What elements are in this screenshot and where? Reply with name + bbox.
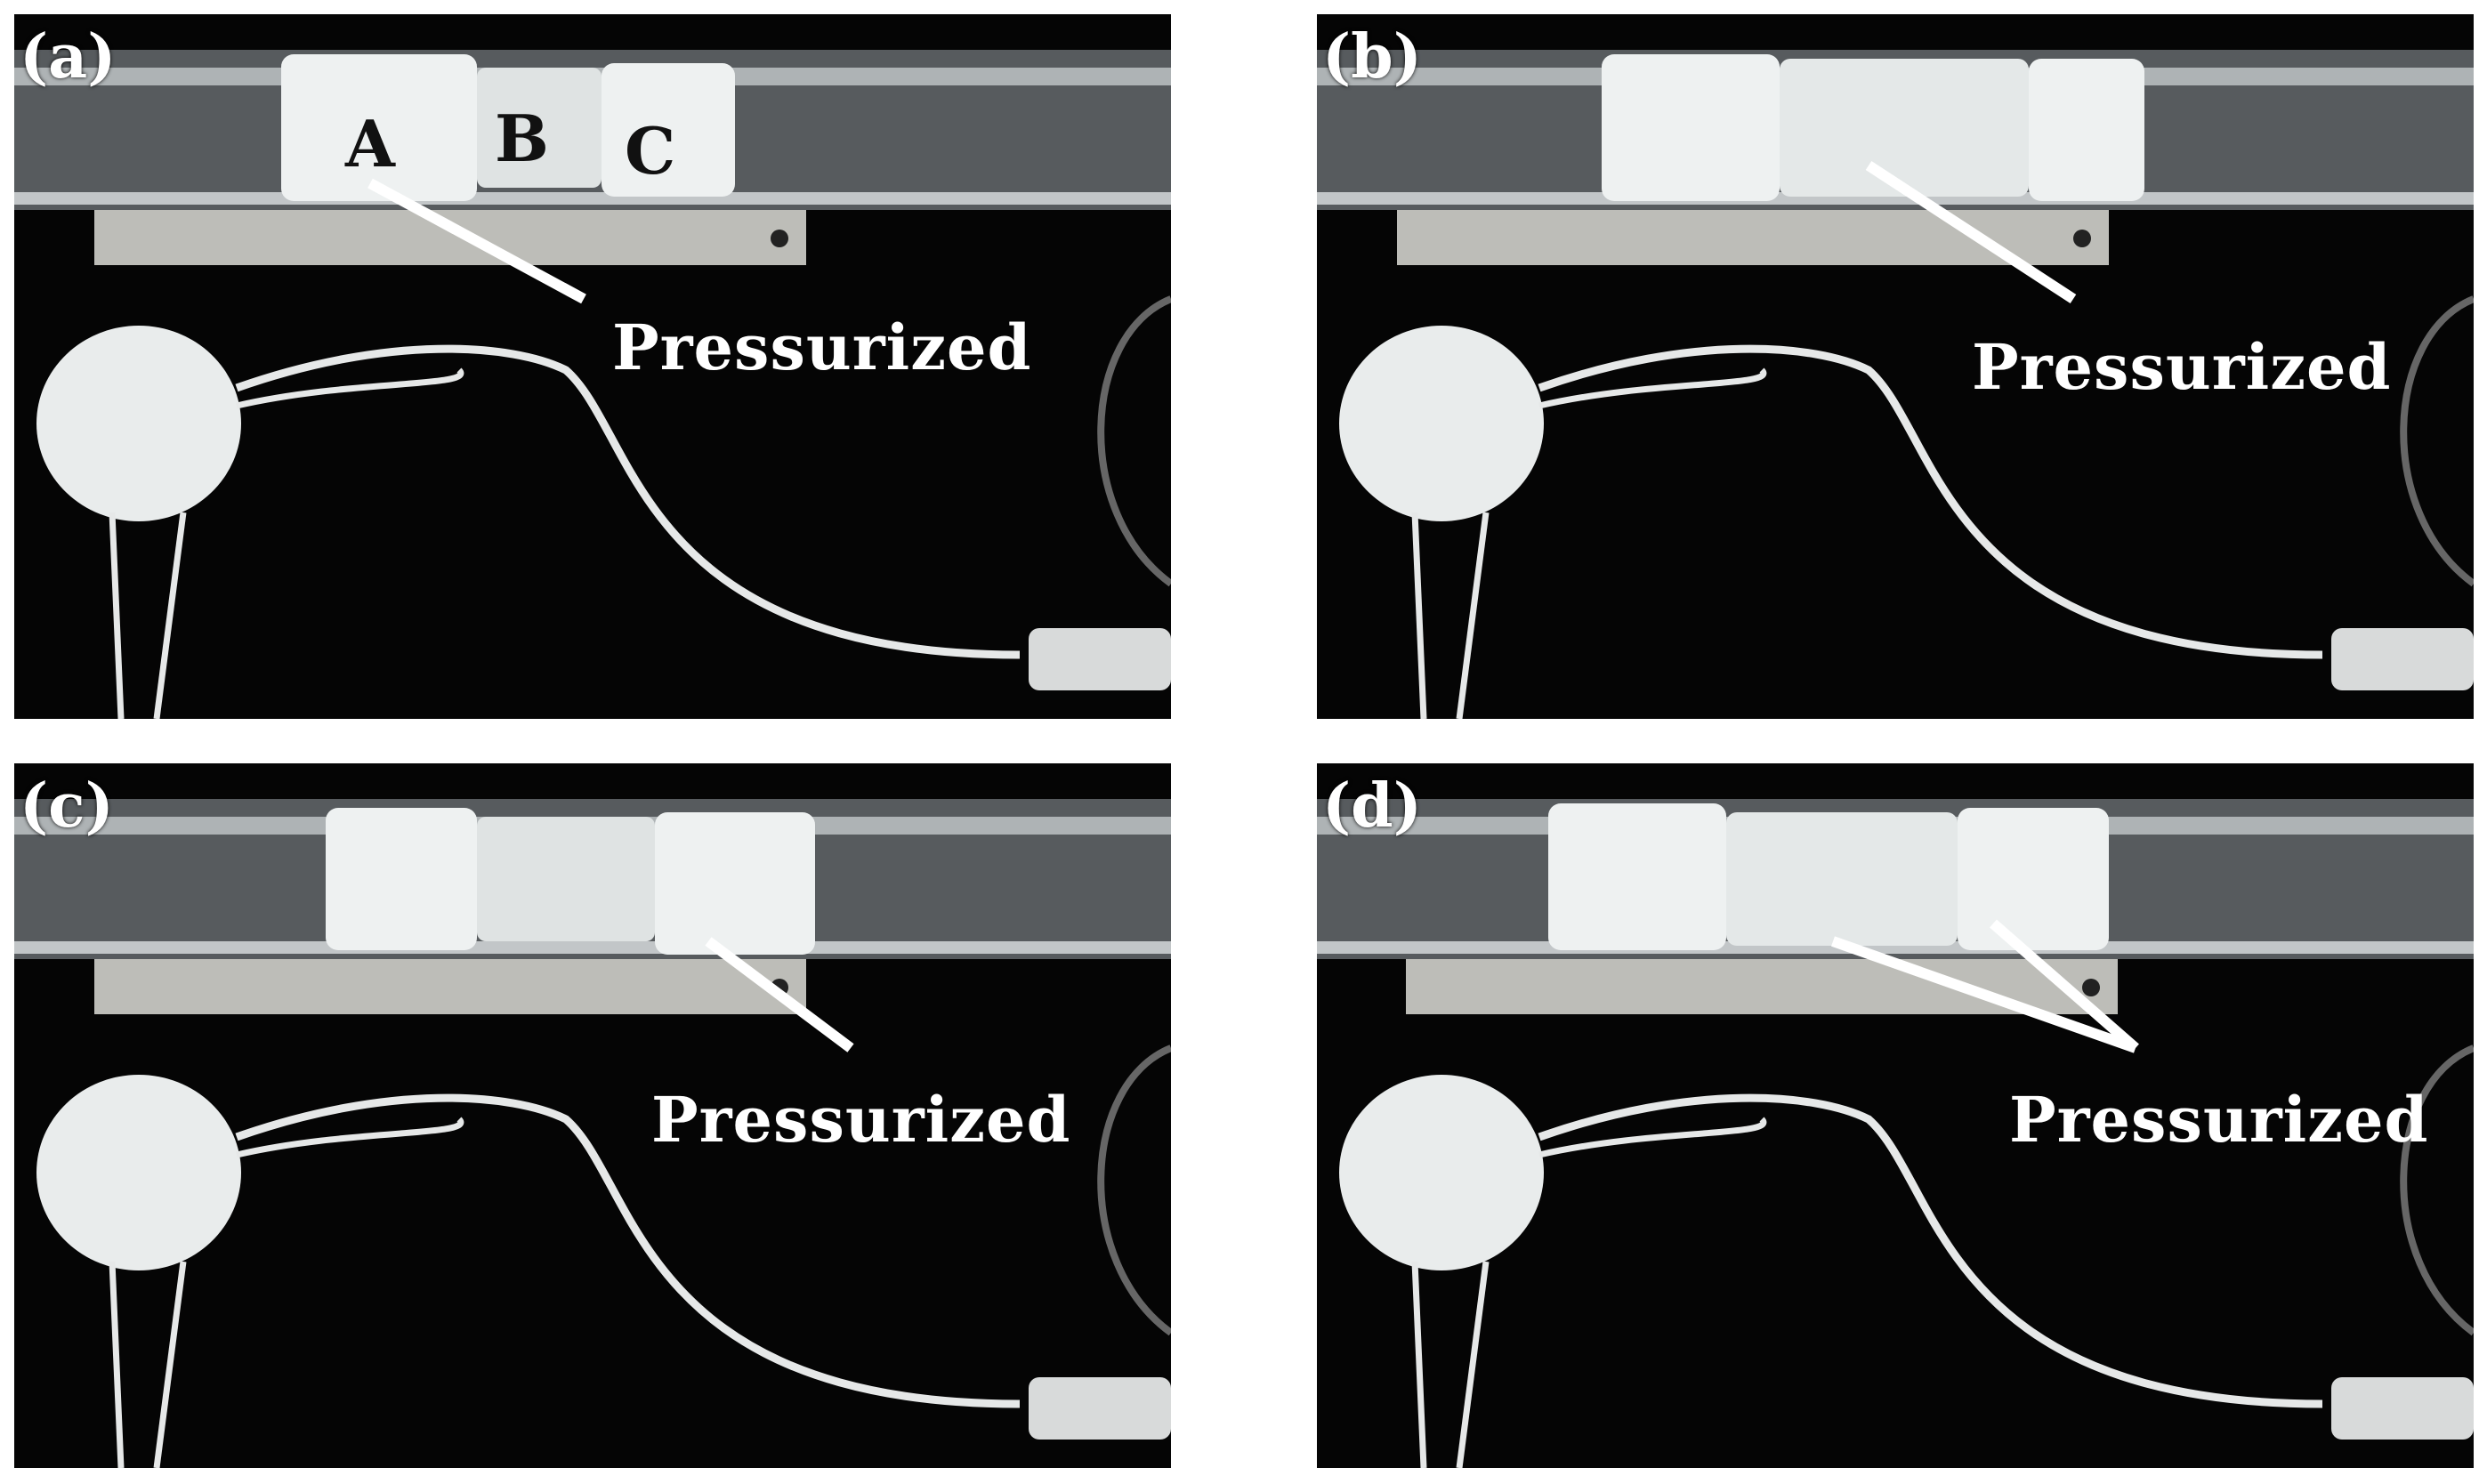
panel-label: (b) [1322,21,1422,93]
air-tube [235,1093,1021,1408]
robot-segment-b [1780,59,2029,197]
robot-segment-c [655,812,815,955]
annotation-pointer [367,178,586,304]
photo-panel-a: (a) A B C Pressurized [14,14,1171,719]
air-tube-down-2 [153,1261,187,1468]
segment-label-c: C [625,113,676,189]
air-tube-down-1 [109,1261,125,1468]
segment-label-a: A [345,106,395,181]
air-tube [1538,1093,2323,1408]
air-tube-down-1 [1411,1261,1427,1468]
scene-c [14,799,1171,1468]
robot-segment-a [281,54,477,201]
robot-segment-c [1958,808,2109,950]
air-tube-down-1 [1411,512,1427,719]
ruler-hole [2073,230,2091,247]
air-tube-down-1 [109,512,125,719]
dish-edge [2400,295,2474,587]
pressurized-label: Pressurized [2009,1083,2429,1157]
scene-a [14,50,1171,719]
ruler-hole [2082,979,2100,996]
ruler [94,959,806,1014]
dish-edge [1097,295,1171,587]
robot-segment-c [602,63,735,197]
robot-segment-c [2029,59,2144,201]
control-bulb [1339,1075,1544,1270]
photo-panel-b: (b) Pressurized [1317,14,2474,719]
robot-segment-b [1726,812,1958,946]
annotation-pointer [1865,160,2077,304]
robot-segment-a [326,808,477,950]
control-bulb [36,1075,241,1270]
scene-d [1317,799,2474,1468]
ruler [1397,210,2109,265]
robot-segment-b [477,817,655,941]
scene-b [1317,50,2474,719]
dish-edge [1097,1044,1171,1336]
ruler [94,210,806,265]
annotation-pointer-1 [1831,936,2137,1053]
control-bulb [1339,326,1544,521]
panel-label: (d) [1322,770,1422,842]
panel-label: (c) [20,770,114,842]
tube-edge [14,941,1171,954]
robot-segment-b [477,68,602,188]
air-tube-down-2 [1456,512,1490,719]
pump-connector [2331,1377,2474,1440]
air-tube-loop [236,367,464,409]
robot-segment-a [1548,803,1726,950]
robot-segment-a [1602,54,1780,201]
panel-label: (a) [20,21,117,93]
air-tube-loop [236,1117,464,1158]
pump-connector [2331,628,2474,690]
air-tube-loop [1538,367,1767,409]
air-tube-loop [1538,1117,1767,1158]
dish-edge [2400,1044,2474,1336]
annotation-pointer-2 [1990,919,2139,1053]
control-bulb [36,326,241,521]
air-tube-down-2 [153,512,187,719]
pressurized-label: Pressurized [1972,330,2392,404]
air-tube-down-2 [1456,1261,1490,1468]
ruler-hole [771,230,788,247]
pressurized-label: Pressurized [651,1083,1071,1157]
air-tube [1538,344,2323,659]
pump-connector [1029,628,1171,690]
air-tube [235,344,1021,659]
annotation-pointer [705,937,854,1053]
photo-panel-d: (d) Pressurized [1317,763,2474,1468]
photo-panel-c: (c) Pressurized [14,763,1171,1468]
pressurized-label: Pressurized [612,311,1032,384]
segment-label-b: B [495,101,549,176]
pump-connector [1029,1377,1171,1440]
tube-edge [14,192,1171,205]
